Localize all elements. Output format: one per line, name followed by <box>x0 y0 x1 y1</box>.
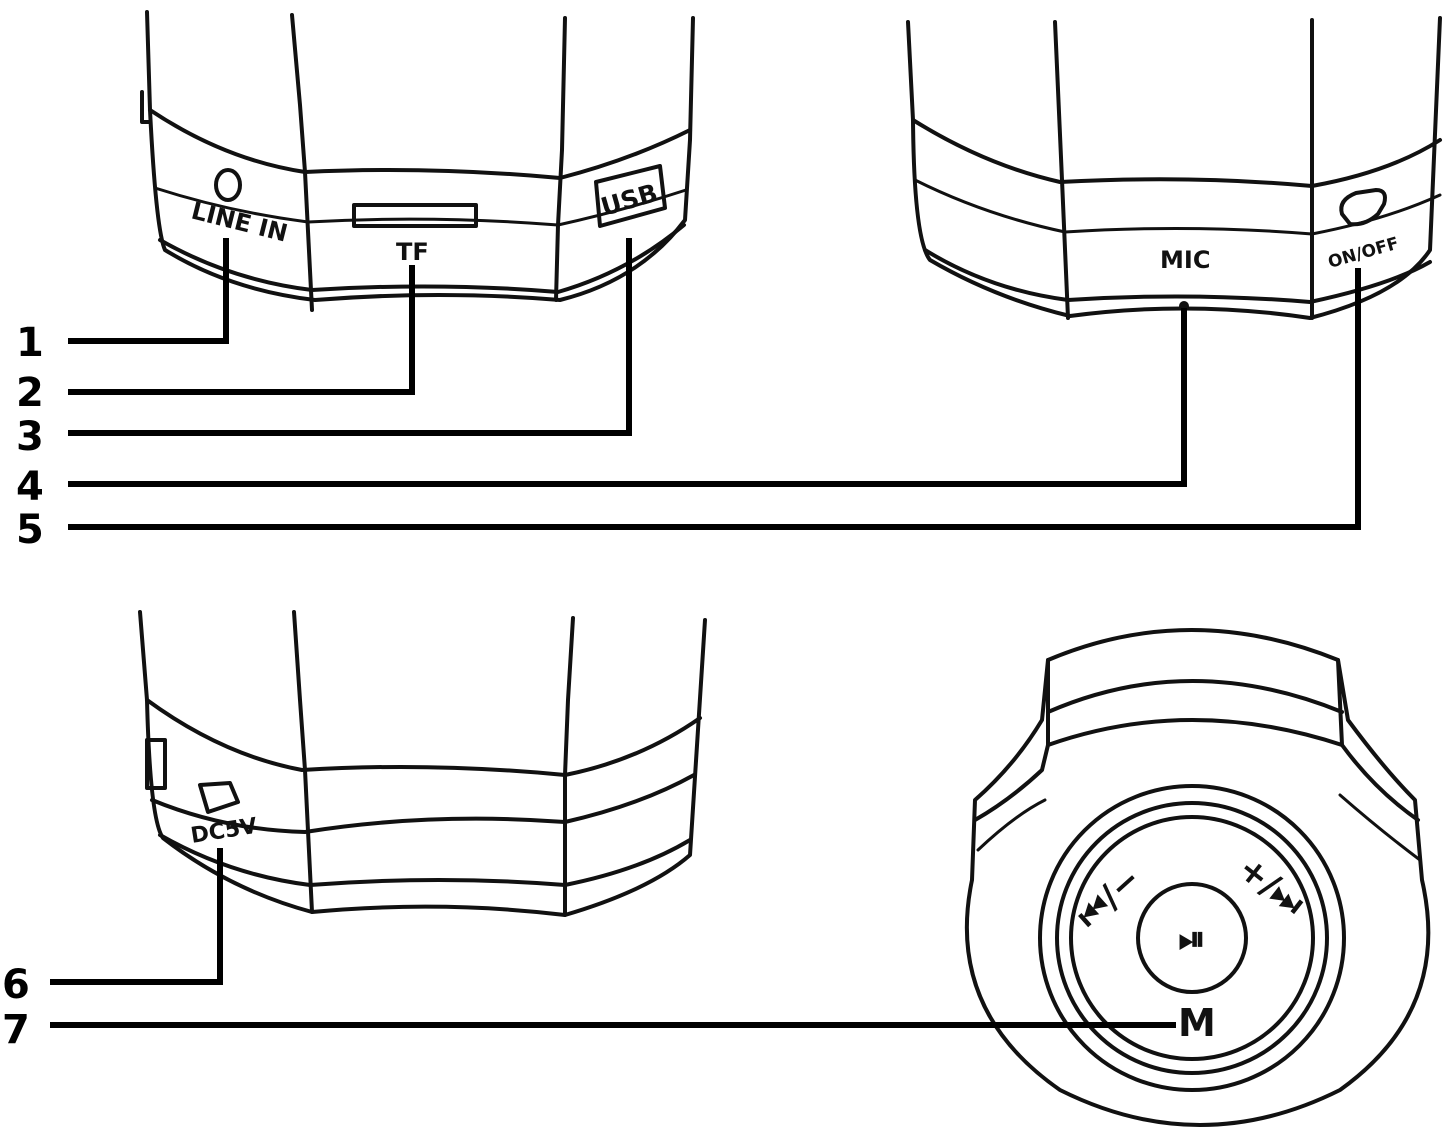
speaker-side-view-power: DC5V <box>138 610 707 917</box>
callout-numbers: 1 2 3 4 5 6 7 <box>2 320 44 1053</box>
callout-2: 2 <box>16 370 44 416</box>
speaker-top-view: ⏯ ⏮/− +/⏭ M <box>964 628 1431 1127</box>
on-off-label: ON/OFF <box>1326 234 1401 273</box>
dc-jack <box>198 781 240 814</box>
speaker-side-view-controls: MIC ON/OFF <box>906 16 1442 320</box>
callout-3: 3 <box>16 414 44 460</box>
mode-label: M <box>1178 1001 1216 1045</box>
usb-port <box>594 164 667 228</box>
tf-card-slot <box>352 203 478 228</box>
usb-label: USB <box>598 178 661 222</box>
power-switch <box>1339 188 1387 227</box>
play-pause-icon: ⏯ <box>1178 919 1205 959</box>
mic-label: MIC <box>1160 246 1210 274</box>
leader-2 <box>68 265 415 395</box>
callout-6: 6 <box>2 962 30 1008</box>
line-in-label: LINE IN <box>189 197 291 248</box>
control-ring-outer-edge <box>1055 801 1329 1075</box>
leader-5 <box>68 268 1361 530</box>
leader-6 <box>50 848 223 985</box>
callout-5: 5 <box>16 507 44 553</box>
control-ring-inner-edge <box>1069 815 1315 1061</box>
outer-control-ring <box>1038 784 1346 1092</box>
callout-7: 7 <box>2 1007 30 1053</box>
callout-leaders <box>50 238 1361 1028</box>
prev-vol-down-label: ⏮/− <box>1069 859 1149 937</box>
leader-4 <box>68 308 1187 487</box>
leader-3 <box>68 238 632 436</box>
side-notch <box>145 738 167 790</box>
callout-4: 4 <box>16 464 44 510</box>
line-in-jack <box>214 168 242 202</box>
leader-1 <box>68 238 229 344</box>
vol-up-next-label: +/⏭ <box>1230 849 1311 925</box>
tf-label: TF <box>396 238 429 266</box>
dc5v-label: DC5V <box>189 814 259 849</box>
callout-1: 1 <box>16 320 44 366</box>
play-pause-button <box>1136 882 1248 994</box>
